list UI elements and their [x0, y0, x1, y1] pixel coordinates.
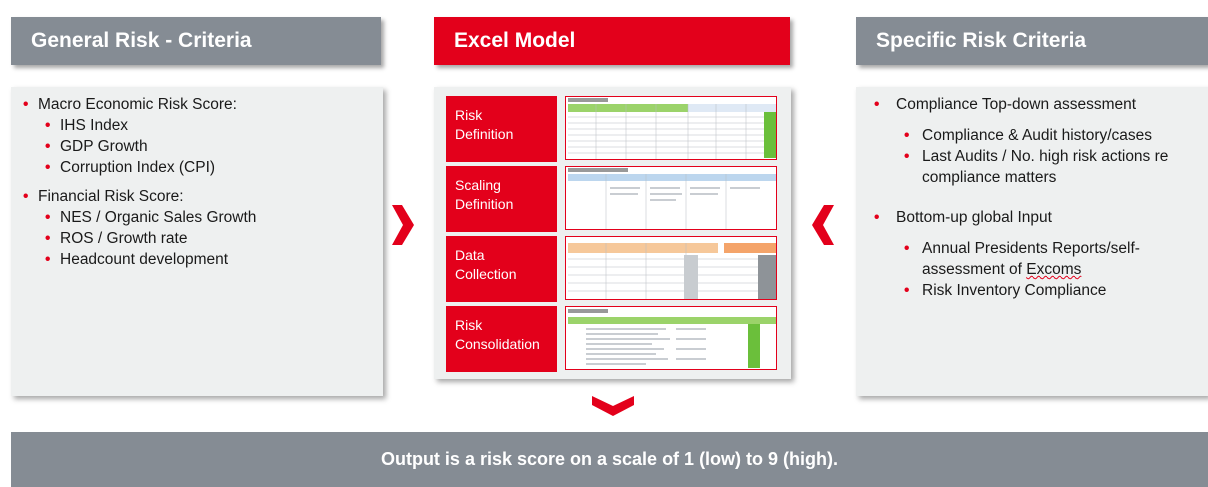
chevron-left-icon: [812, 205, 834, 245]
general-risk-title: General Risk - Criteria: [31, 29, 252, 52]
last-audits-item: Last Audits / No. high risk actions re c…: [856, 146, 1208, 188]
spreadsheet-thumbnail-1: [565, 96, 777, 160]
excel-model-title: Excel Model: [454, 29, 576, 52]
risk-inventory-item: Risk Inventory Compliance: [856, 280, 1208, 301]
specific-risk-header: Specific Risk Criteria: [856, 17, 1208, 65]
cpi-item: Corruption Index (CPI): [11, 157, 383, 178]
ros-item: ROS / Growth rate: [11, 228, 383, 249]
bottom-up-item: Bottom-up global Input: [856, 207, 1208, 228]
general-risk-panel: Macro Economic Risk Score: IHS Index GDP…: [11, 87, 383, 396]
headcount-item: Headcount development: [11, 249, 383, 270]
financial-risk-item: Financial Risk Score:: [11, 186, 383, 207]
spreadsheet-thumbnail-4: [565, 306, 777, 370]
macro-risk-item: Macro Economic Risk Score:: [11, 94, 383, 115]
output-banner: Output is a risk score on a scale of 1 (…: [11, 432, 1208, 487]
chevron-down-icon: [592, 396, 634, 416]
excel-model-header: Excel Model: [434, 17, 790, 65]
gdp-growth-item: GDP Growth: [11, 136, 383, 157]
ihs-index-item: IHS Index: [11, 115, 383, 136]
output-text: Output is a risk score on a scale of 1 (…: [380, 449, 839, 469]
specific-risk-panel: Compliance Top-down assessment Complianc…: [856, 87, 1208, 396]
nes-item: NES / Organic Sales Growth: [11, 207, 383, 228]
excoms-word: Excoms: [1026, 261, 1082, 278]
spreadsheet-thumbnail-3: [565, 236, 777, 300]
compliance-topdown-item: Compliance Top-down assessment: [856, 94, 1208, 115]
audit-history-item: Compliance & Audit history/cases: [856, 125, 1208, 146]
specific-risk-title: Specific Risk Criteria: [876, 29, 1087, 52]
chevron-right-icon: [392, 205, 414, 245]
general-risk-header: General Risk - Criteria: [11, 17, 381, 65]
presidents-reports-item: Annual Presidents Reports/self-assessmen…: [856, 238, 1208, 280]
spreadsheet-thumbnail-2: [565, 166, 777, 230]
